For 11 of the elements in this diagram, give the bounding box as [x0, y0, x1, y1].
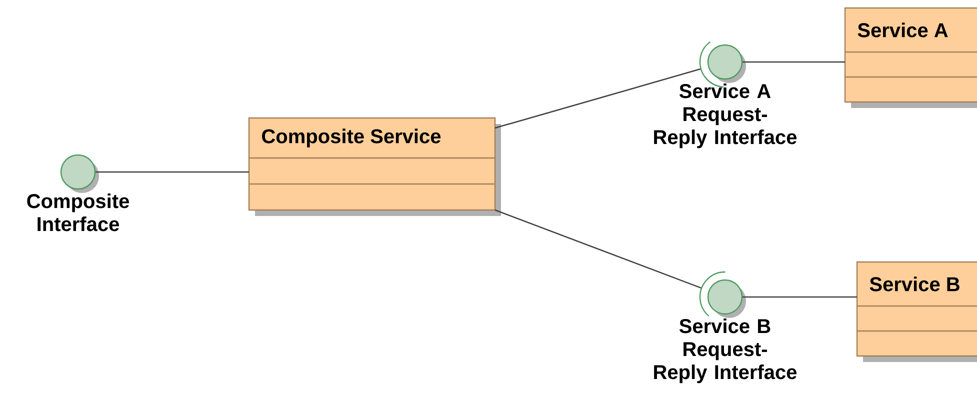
class-box: Service B [856, 261, 977, 362]
interface-label: Service B Request-Reply Interface [654, 318, 797, 384]
interface-label: Service A Request-Reply Interface [654, 84, 797, 148]
connector [96, 171, 249, 173]
class-box: Service A [844, 7, 977, 108]
interface-label: Composite Interface [27, 194, 129, 232]
connector [742, 296, 857, 298]
connector [494, 68, 701, 129]
connector [494, 209, 702, 289]
connector [742, 61, 845, 63]
class-box: Composite Service [248, 117, 501, 216]
